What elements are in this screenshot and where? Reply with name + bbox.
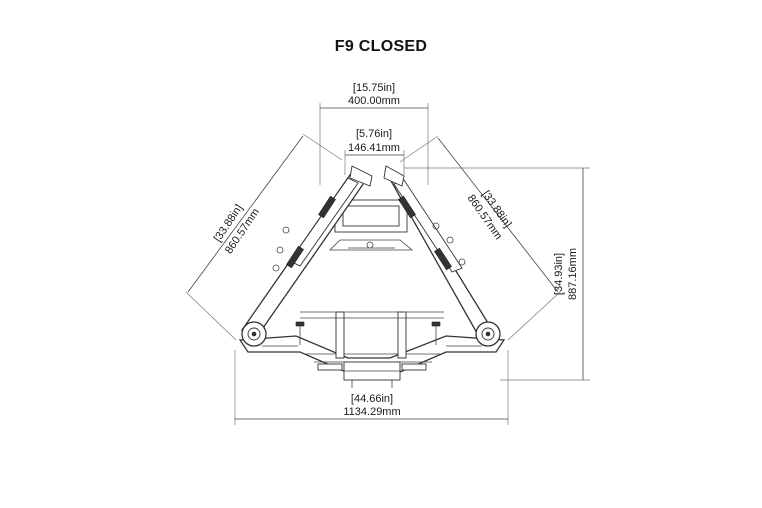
left-hinge bbox=[241, 321, 267, 347]
base-frame bbox=[238, 311, 506, 388]
left-arm-beam bbox=[241, 171, 367, 339]
dimension-inner-gap: [5.76in] 146.41mm bbox=[344, 128, 405, 175]
base-width-mm: 1134.29mm bbox=[343, 406, 400, 418]
top-width-mm: 400.00mm bbox=[348, 95, 400, 107]
top-carriage-inner bbox=[342, 205, 400, 227]
height-mm: 887.16mm bbox=[567, 248, 579, 300]
dimension-base-width: [44.66in] 1134.29mm bbox=[234, 350, 509, 425]
top-width-inches: [15.75in] bbox=[353, 82, 395, 94]
right-hinge bbox=[475, 321, 501, 347]
dimension-height: [34.93in] 887.16mm bbox=[404, 167, 590, 381]
inner-gap-inches: [5.76in] bbox=[356, 128, 392, 140]
base-width-inches: [44.66in] bbox=[351, 393, 393, 405]
machine-frame bbox=[238, 165, 506, 388]
dimension-top-width: [15.75in] 400.00mm bbox=[319, 82, 429, 185]
drawing-title: F9 CLOSED bbox=[334, 38, 428, 55]
inner-gap-mm: 146.41mm bbox=[348, 142, 400, 154]
height-inches: [34.93in] bbox=[553, 253, 565, 295]
